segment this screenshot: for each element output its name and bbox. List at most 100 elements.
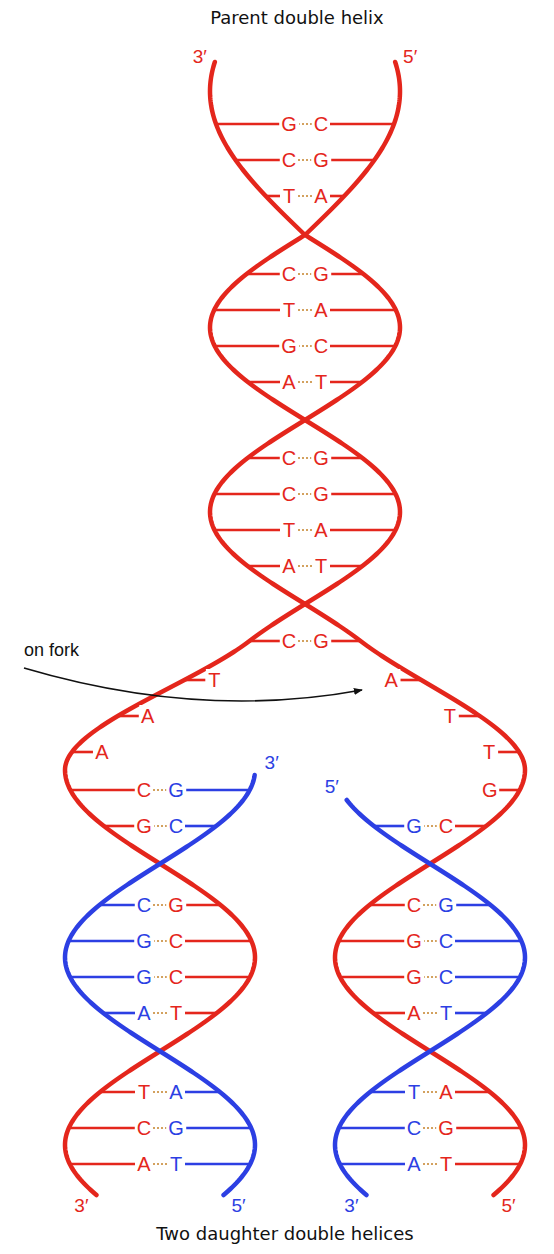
- base-rung: [69, 940, 135, 943]
- base-rung: [236, 159, 280, 162]
- hydrogen-bond: [423, 940, 437, 942]
- base-rung: [455, 1091, 490, 1094]
- base-letter: C: [135, 894, 153, 916]
- base-rung: [70, 789, 135, 792]
- base-letter: G: [279, 113, 299, 135]
- hydrogen-bond: [298, 159, 312, 161]
- hydrogen-bond: [423, 1127, 437, 1129]
- base-letter: G: [311, 149, 331, 171]
- base-letter: T: [281, 299, 297, 321]
- base-letter: G: [404, 815, 424, 837]
- strand-end-label: 3′: [263, 752, 281, 773]
- hydrogen-bond: [423, 1012, 437, 1014]
- hydrogen-bond: [298, 529, 312, 531]
- base-rung: [185, 940, 251, 943]
- base-letter: A: [383, 669, 400, 691]
- base-letter: G: [436, 894, 456, 916]
- base-letter: G: [166, 894, 186, 916]
- strand-end-label: 3′: [342, 1195, 360, 1216]
- hydrogen-bond: [298, 565, 312, 567]
- base-letter: G: [311, 447, 331, 469]
- base-letter: A: [280, 371, 297, 393]
- base-rung: [185, 1127, 251, 1130]
- hydrogen-bond: [153, 976, 167, 978]
- base-rung: [330, 309, 396, 312]
- base-rung: [70, 976, 135, 979]
- hydrogen-bond: [153, 1012, 167, 1014]
- base-letter: C: [135, 1117, 153, 1139]
- hydrogen-bond: [298, 457, 312, 459]
- base-letter: A: [139, 705, 156, 727]
- base-rung: [214, 493, 280, 496]
- base-letter: A: [135, 1153, 152, 1175]
- base-letter: C: [135, 779, 153, 801]
- hydrogen-bond: [298, 123, 312, 125]
- base-letter: G: [311, 483, 331, 505]
- base-rung: [330, 493, 396, 496]
- base-letter: A: [405, 1002, 422, 1024]
- base-letter: C: [437, 966, 455, 988]
- base-rung: [214, 529, 280, 532]
- hydrogen-bond: [153, 825, 167, 827]
- base-letter: C: [167, 966, 185, 988]
- base-letter: T: [281, 519, 297, 541]
- base-rung: [370, 1091, 405, 1094]
- base-rung: [455, 1127, 521, 1130]
- base-rung: [339, 940, 405, 943]
- base-letter: C: [405, 894, 423, 916]
- strand-end-label: 3′: [191, 46, 209, 67]
- base-letter: A: [93, 741, 110, 763]
- hydrogen-bond: [423, 1163, 437, 1165]
- base-letter: C: [405, 1117, 423, 1139]
- base-letter: T: [206, 669, 222, 691]
- base-letter: T: [406, 1081, 422, 1103]
- pointer-arrow: [24, 668, 362, 701]
- base-letter: C: [280, 630, 298, 652]
- hydrogen-bond: [298, 493, 312, 495]
- caption: Two daughter double helices: [156, 1224, 413, 1244]
- base-rung: [369, 904, 405, 907]
- base-letter: C: [280, 447, 298, 469]
- base-letter: A: [312, 519, 329, 541]
- base-letter: C: [437, 930, 455, 952]
- hydrogen-bond: [153, 789, 167, 791]
- hydrogen-bond: [298, 273, 312, 275]
- hydrogen-bond: [298, 195, 312, 197]
- hydrogen-bond: [423, 904, 437, 906]
- base-rung: [330, 529, 396, 532]
- base-letter: A: [312, 185, 329, 207]
- hydrogen-bond: [153, 1091, 167, 1093]
- base-rung: [69, 1127, 135, 1130]
- base-letter: T: [168, 1153, 184, 1175]
- base-letter: A: [312, 299, 329, 321]
- base-rung: [70, 1163, 135, 1166]
- base-rung: [185, 976, 250, 979]
- base-letter: G: [404, 930, 424, 952]
- base-letter: A: [135, 1002, 152, 1024]
- base-rung: [340, 1163, 405, 1166]
- base-rung: [216, 123, 280, 126]
- base-letter: T: [313, 555, 329, 577]
- base-letter: G: [311, 263, 331, 285]
- base-rung: [330, 159, 374, 162]
- hydrogen-bond: [153, 904, 167, 906]
- base-letter: T: [481, 741, 497, 763]
- strand-end-label: 3′: [72, 1195, 90, 1216]
- base-letter: T: [442, 705, 458, 727]
- base-letter: G: [436, 1117, 456, 1139]
- strand-end-label: 5′: [229, 1195, 247, 1216]
- base-rung: [185, 1163, 250, 1166]
- base-letter: G: [166, 1117, 186, 1139]
- strand-end-label: 5′: [323, 776, 341, 797]
- new-strand: [65, 775, 255, 1195]
- base-letter: C: [280, 263, 298, 285]
- hydrogen-bond: [298, 640, 312, 642]
- base-letter: T: [438, 1002, 454, 1024]
- base-rung: [339, 1127, 405, 1130]
- base-letter: T: [281, 185, 297, 207]
- parent-strand: [65, 62, 400, 1195]
- hydrogen-bond: [423, 976, 437, 978]
- base-letter: A: [405, 1153, 422, 1175]
